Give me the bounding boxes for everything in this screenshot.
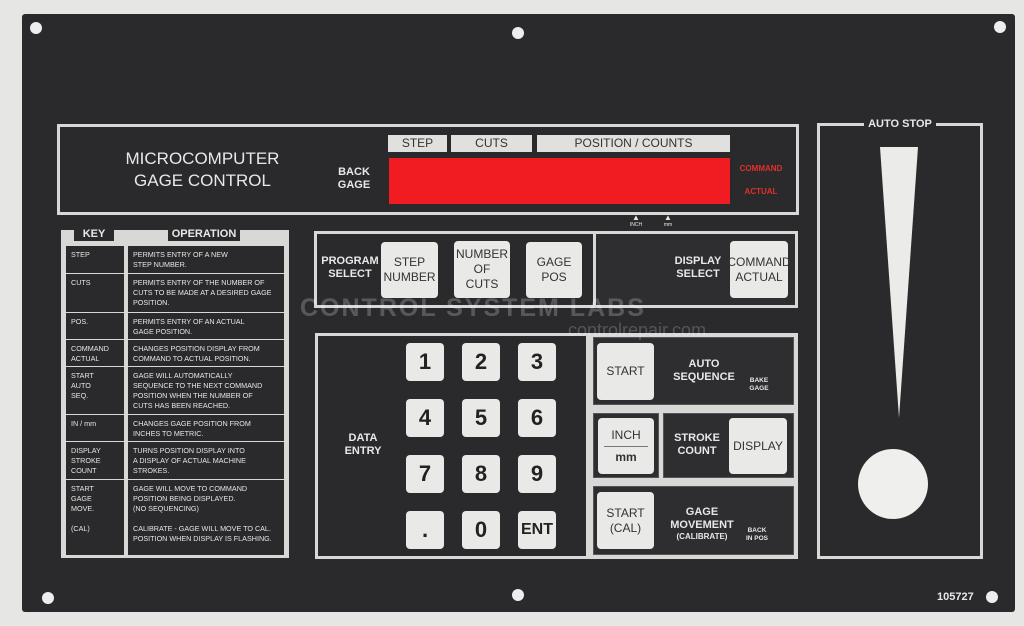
title-line: MICROCOMPUTER — [125, 149, 280, 168]
keypad-key-1[interactable]: 1 — [406, 343, 444, 381]
triangle-up-icon: ▲ — [664, 213, 672, 222]
table-key-cell: CUTS — [66, 274, 124, 312]
keypad-key-5[interactable]: 5 — [462, 399, 500, 437]
title-line: GAGE CONTROL — [134, 171, 271, 190]
stroke-count-label: STROKE COUNT — [674, 432, 720, 458]
auto-stop-button[interactable] — [858, 449, 928, 519]
stroke-count-display-button[interactable]: DISPLAY — [729, 418, 787, 474]
label-line: BACK — [338, 166, 370, 178]
table-key-cell: COMMAND ACTUAL — [66, 340, 124, 366]
command-indicator: COMMAND — [739, 164, 783, 173]
operation-header: OPERATION — [168, 228, 240, 242]
exclamation-wedge-icon — [880, 147, 918, 418]
bake-gage-indicator: BAKE GAGE — [749, 377, 769, 392]
back-in-pos-indicator: BACK IN POS — [745, 527, 769, 542]
screw-hole — [512, 27, 524, 39]
watermark: CONTROL SYSTEM LABS — [300, 294, 646, 322]
key-header: KEY — [74, 228, 114, 242]
table-key-cell: START GAGE MOVE. (CAL) — [66, 480, 124, 555]
number-of-cuts-button[interactable]: NUMBER OF CUTS — [454, 241, 510, 298]
mm-label: mm — [615, 449, 637, 464]
tab-cuts: CUTS — [451, 135, 532, 152]
keypad-key-4[interactable]: 4 — [406, 399, 444, 437]
start-cal-button[interactable]: START (CAL) — [597, 492, 654, 549]
keypad-key-6[interactable]: 6 — [518, 399, 556, 437]
screw-hole — [994, 21, 1006, 33]
panel-title: MICROCOMPUTER GAGE CONTROL — [110, 148, 295, 192]
keypad-key-2[interactable]: 2 — [462, 343, 500, 381]
keypad-key-9[interactable]: 9 — [518, 455, 556, 493]
inch-indicator: ▲INCH — [624, 213, 648, 229]
table-key-cell: IN / mm — [66, 415, 124, 441]
keypad-key-7[interactable]: 7 — [406, 455, 444, 493]
display-select-label: DISPLAY SELECT — [674, 255, 722, 281]
gage-movement-label: GAGE MOVEMENT(CALIBRATE) — [662, 506, 742, 542]
watermark-url: controlrepair.com — [568, 320, 707, 340]
screw-hole — [986, 591, 998, 603]
table-operation-cell: PERMITS ENTRY OF A NEW STEP NUMBER. — [128, 246, 284, 273]
select-frame — [314, 231, 798, 308]
part-number: 105727 — [937, 591, 974, 603]
triangle-up-icon: ▲ — [632, 213, 640, 222]
actual-indicator: ACTUAL — [744, 187, 778, 196]
auto-sequence-label: AUTO SEQUENCE — [673, 358, 735, 384]
keypad-key-0[interactable]: 0 — [462, 511, 500, 549]
program-select-label: PROGRAM SELECT — [321, 255, 379, 281]
data-entry-frame — [315, 333, 589, 559]
keypad-key-ent[interactable]: ENT — [518, 511, 556, 549]
table-key-cell: START AUTO SEQ. — [66, 367, 124, 414]
table-operation-cell: GAGE WILL AUTOMATICALLY SEQUENCE TO THE … — [128, 367, 284, 414]
screw-hole — [30, 22, 42, 34]
tab-step: STEP — [388, 135, 447, 152]
table-key-cell: POS. — [66, 313, 124, 339]
table-operation-cell: CHANGES GAGE POSITION FROM INCHES TO MET… — [128, 415, 284, 441]
step-number-button[interactable]: STEP NUMBER — [381, 242, 438, 298]
keypad-key-8[interactable]: 8 — [462, 455, 500, 493]
auto-stop-title: AUTO STOP — [864, 118, 936, 132]
label-line: GAGE — [337, 179, 371, 192]
tab-position-counts: POSITION / COUNTS — [537, 135, 730, 152]
table-operation-cell: PERMITS ENTRY OF THE NUMBER OF CUTS TO B… — [128, 274, 284, 312]
display-frame — [57, 124, 799, 215]
table-operation-cell: PERMITS ENTRY OF AN ACTUAL GAGE POSITION… — [128, 313, 284, 339]
table-key-cell: DISPLAY STROKE COUNT — [66, 442, 124, 479]
table-operation-cell: CHANGES POSITION DISPLAY FROM COMMAND TO… — [128, 340, 284, 366]
mm-label: mm — [663, 222, 673, 228]
inch-mm-button[interactable]: INCH mm — [598, 418, 654, 474]
led-display — [389, 158, 730, 204]
keypad-key-3[interactable]: 3 — [518, 343, 556, 381]
gage-pos-button[interactable]: GAGE POS — [526, 242, 582, 298]
table-operation-cell: TURNS POSITION DISPLAY INTO A DISPLAY OF… — [128, 442, 284, 479]
data-entry-label: DATA ENTRY — [344, 432, 382, 458]
gage-movement-title: GAGE MOVEMENT — [670, 506, 734, 532]
command-actual-button[interactable]: COMMAND ACTUAL — [727, 241, 791, 298]
screw-hole — [512, 589, 524, 601]
mm-indicator: ▲mm — [656, 213, 680, 229]
screw-hole — [42, 592, 54, 604]
inch-label: INCH — [604, 428, 648, 447]
table-operation-cell: GAGE WILL MOVE TO COMMAND POSITION BEING… — [128, 480, 284, 555]
inch-label: INCH — [629, 222, 643, 228]
keypad-key-decimal[interactable]: . — [406, 511, 444, 549]
start-auto-sequence-button[interactable]: START — [597, 343, 654, 400]
calibrate-subtitle: (CALIBRATE) — [676, 532, 728, 542]
table-key-cell: STEP — [66, 246, 124, 273]
